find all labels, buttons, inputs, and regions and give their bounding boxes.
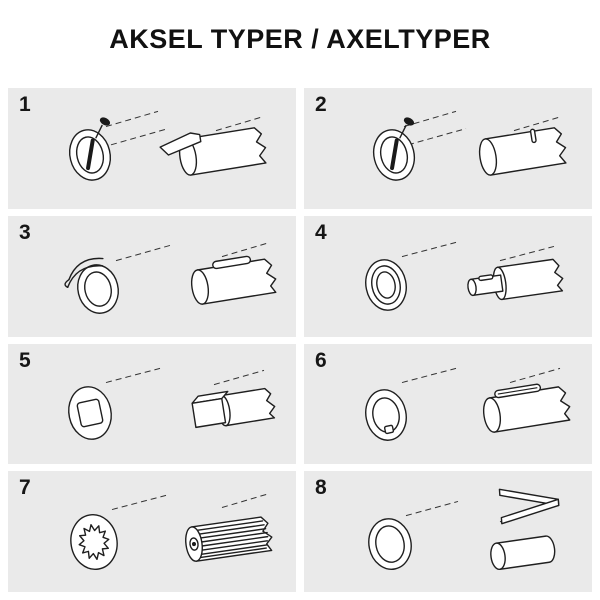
- cylinder-icon: [490, 535, 556, 571]
- type-8-illustration: [368, 488, 560, 571]
- axle-cell-8: 8: [304, 471, 592, 592]
- splined-tube-icon: [70, 514, 118, 571]
- keyed-shaft-icon: [190, 255, 277, 305]
- axle-cell-2: 2: [304, 88, 592, 209]
- type-7-illustration: [70, 493, 273, 571]
- axle-cell-7: 7: [8, 471, 296, 592]
- lock-pin-icon: [95, 117, 111, 139]
- page-title: AKSEL TYPER / AXELTYPER: [109, 24, 491, 54]
- slotted-shaft-icon: [478, 127, 567, 176]
- tube-with-pin-icon: [68, 129, 112, 181]
- axle-cell-4: 4: [304, 215, 592, 337]
- square-shaft-icon: [191, 387, 276, 428]
- tube-with-spring-clip-icon: [64, 257, 119, 314]
- splined-shaft-icon: [185, 516, 273, 563]
- double-tube-icon: [365, 258, 407, 311]
- stepped-shaft-icon: [467, 258, 564, 300]
- cell-number: 2: [315, 93, 327, 116]
- type-2-illustration: [372, 110, 567, 181]
- axle-cell-6: 6: [304, 343, 592, 465]
- cell-number: 6: [315, 348, 327, 372]
- cell-number: 8: [315, 476, 327, 500]
- tube-with-pin-icon: [372, 129, 416, 181]
- type-4-illustration: [365, 241, 564, 311]
- keyway-tube-icon: [365, 388, 407, 441]
- square-bore-tube-icon: [68, 385, 112, 440]
- plain-tube-icon: [368, 518, 412, 571]
- axle-cell-5: 5: [8, 343, 296, 465]
- axle-cell-1: 1: [8, 88, 296, 209]
- axle-cell-3: 3: [8, 215, 296, 337]
- axle-grid: 1: [8, 88, 592, 592]
- cell-number: 3: [19, 220, 31, 244]
- long-key-shaft-icon: [482, 383, 571, 433]
- lock-pin-icon: [399, 117, 415, 139]
- type-1-illustration: [68, 110, 267, 181]
- cell-number: 7: [19, 476, 31, 500]
- type-3-illustration: [64, 241, 277, 314]
- wedge-icon: [498, 488, 560, 525]
- cell-number: 5: [19, 348, 31, 372]
- type-5-illustration: [68, 367, 276, 440]
- type-6-illustration: [365, 367, 571, 441]
- cell-number: 4: [315, 220, 327, 244]
- clamp-shaft-icon: [159, 127, 267, 176]
- cell-number: 1: [19, 93, 31, 116]
